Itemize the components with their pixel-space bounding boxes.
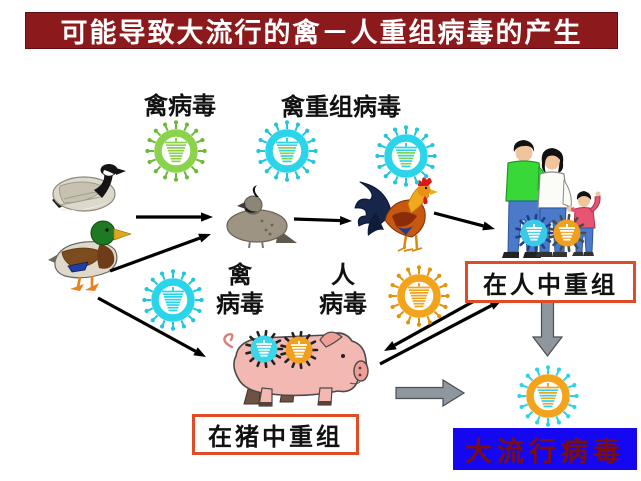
pandemic-right-arrow xyxy=(395,378,466,408)
label-avian-reassortant-virus: 禽重组病毒 xyxy=(281,94,401,121)
reassortment-in-pigs-box: 在猪中重组 xyxy=(192,414,359,455)
goose-icon xyxy=(52,164,126,212)
rooster-icon xyxy=(354,177,438,252)
human-body-virus-orange-icon xyxy=(548,213,587,253)
pandemic-virus-icon xyxy=(517,365,579,427)
label-human-virus-stacked: 人 病毒 xyxy=(319,262,367,318)
pig-virus-cyan-icon xyxy=(245,329,284,369)
arrow-quail-to-rooster xyxy=(293,215,352,226)
quail-icon xyxy=(226,185,297,249)
human-body-virus-cyan-icon xyxy=(515,213,554,253)
pig-virus-orange-icon xyxy=(280,330,319,370)
reassortment-in-humans-box: 在人中重组 xyxy=(465,261,636,303)
arrow-pig-to-humans xyxy=(379,300,502,366)
pandemic-virus-box: 大流行病毒 xyxy=(453,428,637,470)
arrow-duck-to-quail xyxy=(109,233,211,273)
arrow-duck-to-pig xyxy=(97,296,206,357)
label-avian-virus-stacked: 禽 病毒 xyxy=(216,262,264,318)
human-virus-orange-icon xyxy=(388,265,450,327)
family-icon xyxy=(502,140,601,258)
avian-reassortant-virus-1-icon xyxy=(256,120,318,182)
avian-virus-green-icon xyxy=(145,120,207,182)
slide-title: 可能导致大流行的禽－人重组病毒的产生 xyxy=(25,12,618,49)
avian-reassortant-virus-2-icon xyxy=(375,125,437,187)
pandemic-down-arrow xyxy=(531,296,564,357)
avian-virus-cyan-icon xyxy=(142,269,204,331)
label-avian-virus: 禽病毒 xyxy=(144,93,216,120)
arrow-goose-to-quail xyxy=(136,212,213,222)
arrow-rooster-to-humans xyxy=(433,211,495,231)
duck-icon xyxy=(48,220,132,291)
